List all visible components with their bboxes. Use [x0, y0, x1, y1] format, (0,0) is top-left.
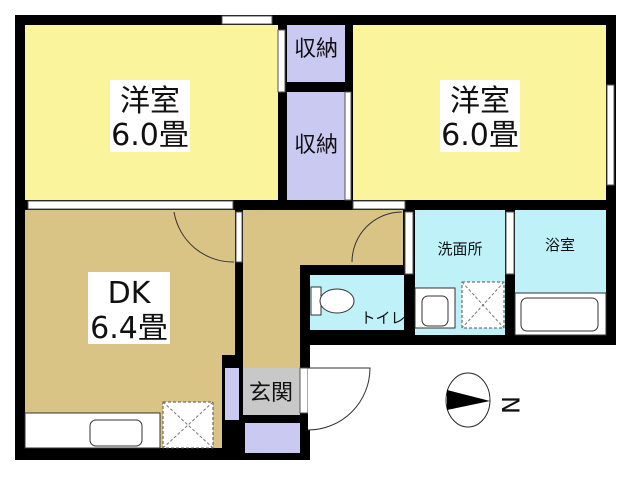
western-room-right-label: 洋室 6.0畳 [440, 80, 520, 153]
bathroom-door [505, 211, 515, 275]
basin-bowl [421, 295, 449, 327]
toilet-door-swing [351, 211, 403, 263]
toilet-fixture [310, 286, 355, 316]
entrance-door-swing [307, 367, 371, 431]
compass-arrow-icon [447, 390, 490, 410]
hallway-upper [243, 210, 403, 265]
washroom-door [404, 211, 414, 275]
entrance-label: 玄関 [249, 381, 293, 406]
entrance-storage-bottom [245, 423, 300, 453]
compass: N [445, 372, 524, 428]
bathtub-inner [520, 297, 599, 332]
toilet-label: トイレ [360, 309, 405, 327]
kitchen-sink [89, 419, 143, 447]
closet-door [344, 91, 352, 201]
window-top [221, 15, 273, 25]
door-opening-right-room [352, 200, 406, 210]
room-name: DK [108, 276, 152, 311]
western-room-left-label: 洋室 6.0畳 [110, 80, 190, 153]
storage-top-label: 収納 [294, 37, 338, 62]
storage-middle-label: 収納 [294, 133, 338, 158]
window-right [606, 84, 615, 186]
bathroom-label: 浴室 [545, 236, 575, 254]
dk-door-frame [235, 211, 243, 263]
entrance [243, 368, 300, 415]
fridge-space [162, 401, 214, 449]
storage-middle [287, 92, 345, 200]
sliding-door-dk [27, 200, 234, 210]
dining-kitchen-label: DK 6.4畳 [88, 272, 170, 346]
room-size: 6.0畳 [441, 118, 519, 153]
room-size: 6.4畳 [90, 311, 168, 346]
washroom-label: 洗面所 [437, 240, 482, 258]
room-size: 6.0畳 [111, 118, 189, 153]
room-name: 洋室 [120, 84, 180, 119]
entrance-door [299, 367, 309, 414]
storage-top [287, 25, 345, 82]
room-name: 洋室 [450, 84, 510, 119]
north-label: N [496, 396, 524, 414]
dk-door-swing [173, 211, 235, 263]
washer-space [461, 281, 505, 329]
closet-door-top [277, 29, 286, 93]
entrance-storage-left [225, 368, 239, 420]
